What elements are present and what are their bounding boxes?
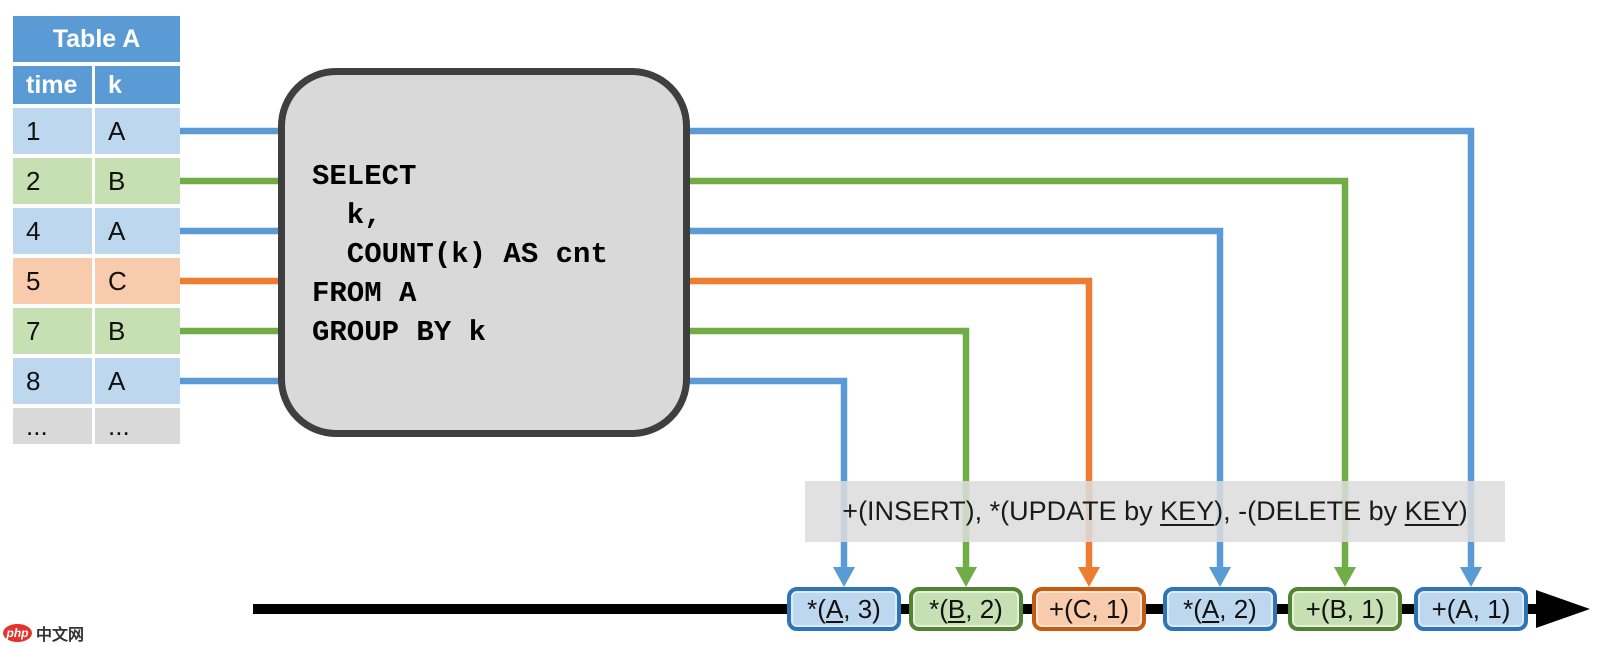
event-label: A bbox=[1201, 593, 1220, 624]
column-header-k: k bbox=[95, 66, 180, 104]
event-label: A bbox=[825, 593, 844, 624]
event-label: *( bbox=[929, 593, 948, 624]
changelog-event-box: *(A, 3) bbox=[787, 587, 901, 631]
cell-time: 7 bbox=[13, 308, 92, 354]
cell-time: 2 bbox=[13, 158, 92, 204]
cell-k: A bbox=[95, 358, 180, 404]
cell-time: 8 bbox=[13, 358, 92, 404]
table-a-header: time k bbox=[13, 66, 180, 104]
sql-query-text: SELECT k, COUNT(k) AS cnt FROM A GROUP B… bbox=[312, 160, 608, 349]
event-label: , 2) bbox=[1219, 593, 1257, 624]
connector-arrowhead-icon bbox=[1078, 567, 1100, 587]
connector-arrowhead-icon bbox=[1209, 567, 1231, 587]
changelog-event-box: *(B, 2) bbox=[909, 587, 1023, 631]
event-label: *( bbox=[1183, 593, 1202, 624]
legend-text: ) bbox=[1458, 496, 1468, 526]
changelog-event-box: +(A, 1) bbox=[1414, 587, 1528, 631]
php-logo-icon: php bbox=[3, 624, 32, 642]
cell-time: ... bbox=[13, 408, 92, 444]
connector-arrowhead-icon bbox=[1460, 567, 1482, 587]
table-a-title: Table A bbox=[13, 16, 180, 62]
cell-k: C bbox=[95, 258, 180, 304]
changelog-event-box: *(A, 2) bbox=[1163, 587, 1277, 631]
changelog-event-box: +(C, 1) bbox=[1032, 587, 1146, 631]
event-label: *( bbox=[807, 593, 826, 624]
cell-k: A bbox=[95, 108, 180, 154]
watermark-text: 中文网 bbox=[36, 627, 85, 644]
table-row: ...... bbox=[13, 408, 180, 444]
connector-arrowhead-icon bbox=[833, 567, 855, 587]
cell-time: 5 bbox=[13, 258, 92, 304]
event-label: +(B, 1) bbox=[1305, 593, 1385, 624]
query-box: SELECT k, COUNT(k) AS cnt FROM A GROUP B… bbox=[278, 68, 690, 437]
event-label: B bbox=[947, 593, 966, 624]
event-label: , 2) bbox=[965, 593, 1003, 624]
timeline-arrow-icon bbox=[1536, 590, 1590, 628]
legend-text: ), -(DELETE by bbox=[1214, 496, 1405, 526]
cell-k: ... bbox=[95, 408, 180, 444]
event-label: , 3) bbox=[843, 593, 881, 624]
cell-time: 1 bbox=[13, 108, 92, 154]
changelog-legend: +(INSERT), *(UPDATE by KEY), -(DELETE by… bbox=[805, 481, 1505, 542]
php-cn-watermark: php 中文网 bbox=[3, 621, 84, 645]
cell-k: B bbox=[95, 308, 180, 354]
event-label: +(A, 1) bbox=[1431, 593, 1511, 624]
event-label: +(C, 1) bbox=[1048, 593, 1130, 624]
legend-text: +(INSERT), *(UPDATE by bbox=[842, 496, 1161, 526]
legend-text: KEY bbox=[1404, 496, 1459, 526]
cell-k: B bbox=[95, 158, 180, 204]
changelog-event-box: +(B, 1) bbox=[1288, 587, 1402, 631]
column-header-time: time bbox=[13, 66, 92, 104]
connector-arrowhead-icon bbox=[1334, 567, 1356, 587]
legend-text: KEY bbox=[1160, 496, 1215, 526]
connector-arrowhead-icon bbox=[955, 567, 977, 587]
cell-k: A bbox=[95, 208, 180, 254]
cell-time: 4 bbox=[13, 208, 92, 254]
